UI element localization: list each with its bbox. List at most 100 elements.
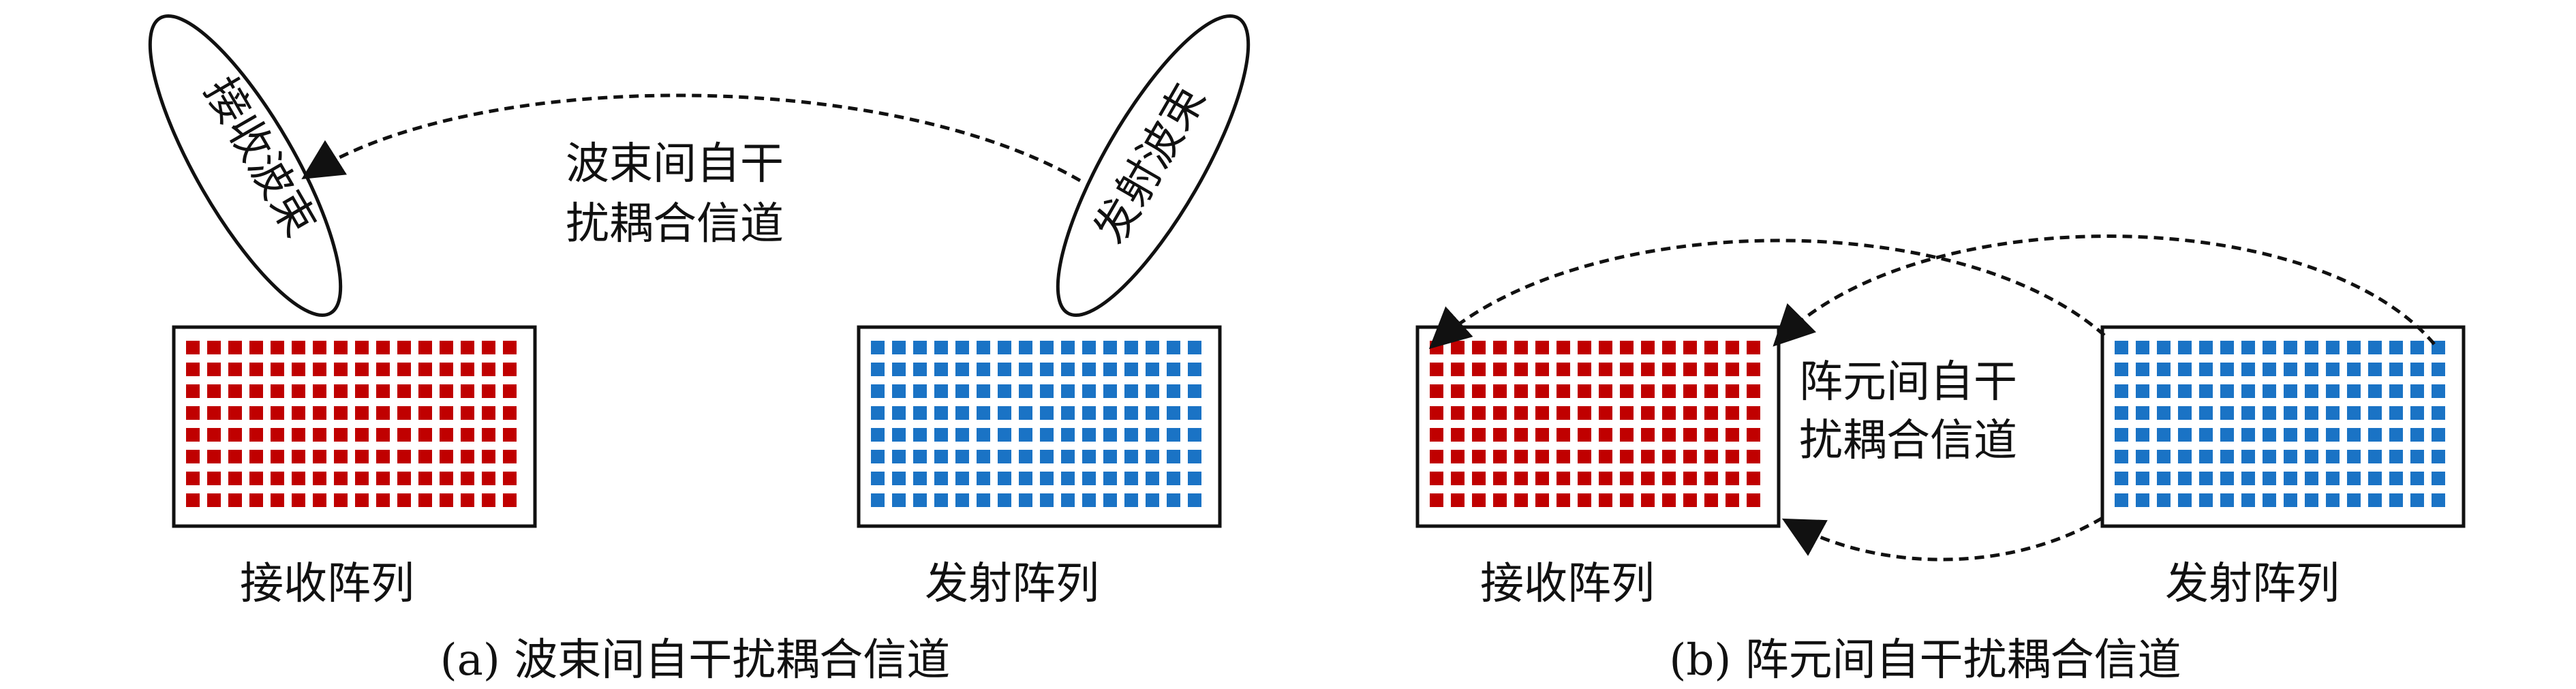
rx-element — [1620, 472, 1634, 485]
tx-element — [2347, 406, 2361, 420]
rx-element — [1683, 472, 1697, 485]
tx-element — [1167, 428, 1180, 442]
rx-element — [1514, 472, 1528, 485]
tx-element — [2241, 363, 2255, 376]
rx-element — [482, 341, 495, 354]
rx-element — [1641, 472, 1655, 485]
rx-element — [1472, 450, 1486, 463]
tx-element — [955, 341, 969, 354]
tx-element — [2305, 493, 2318, 507]
tx-element — [1167, 450, 1180, 463]
rx-element — [1599, 341, 1612, 354]
rx-element — [418, 493, 432, 507]
tx-element — [1103, 472, 1117, 485]
tx-element — [2178, 384, 2192, 398]
rx-element — [461, 472, 474, 485]
rx-element — [1514, 406, 1528, 420]
rx-element — [292, 341, 305, 354]
rx-element — [1747, 472, 1760, 485]
tx-element — [1040, 472, 1054, 485]
tx-element — [2178, 472, 2192, 485]
tx-element — [2178, 493, 2192, 507]
rx-element — [313, 384, 326, 398]
tx-element — [2220, 406, 2234, 420]
tx-element — [977, 493, 990, 507]
tx-element — [2389, 341, 2403, 354]
tx-element — [2284, 472, 2297, 485]
rx-element — [1662, 406, 1676, 420]
rx-element — [1599, 450, 1612, 463]
rx-element — [292, 384, 305, 398]
rx-element — [1747, 493, 1760, 507]
tx-element — [2115, 341, 2128, 354]
rx-element — [207, 341, 221, 354]
tx-element — [1082, 493, 1096, 507]
rx-element — [1726, 363, 1739, 376]
tx-element — [1061, 406, 1075, 420]
rx-element — [1683, 384, 1697, 398]
rx-element — [1620, 406, 1634, 420]
rx-element — [440, 406, 453, 420]
rx-element — [1704, 472, 1718, 485]
rx-element — [249, 493, 263, 507]
tx-element — [1040, 406, 1054, 420]
rx-element — [1472, 384, 1486, 398]
tx-element — [1188, 472, 1201, 485]
rx-element — [228, 341, 242, 354]
rx-element — [292, 428, 305, 442]
tx-element — [892, 493, 906, 507]
rx-element — [1662, 472, 1676, 485]
rx-element — [418, 406, 432, 420]
rx-element — [186, 428, 200, 442]
tx-element — [2432, 406, 2445, 420]
rx-element — [207, 450, 221, 463]
tx-element — [1019, 384, 1032, 398]
tx-element — [871, 493, 885, 507]
tx-element — [998, 493, 1011, 507]
tx-element — [2241, 472, 2255, 485]
tx-element — [1146, 472, 1159, 485]
tx-element — [1146, 406, 1159, 420]
beam-channel-label-line1: 波束间自干 — [566, 139, 784, 189]
rx-element — [186, 363, 200, 376]
tx-element — [1167, 384, 1180, 398]
rx-element — [503, 363, 517, 376]
caption-b: (b) 阵元间自干扰耦合信道 — [1669, 635, 2181, 686]
tx-element — [1061, 472, 1075, 485]
tx-element — [892, 406, 906, 420]
tx-element — [2326, 450, 2340, 463]
tx-element — [1146, 493, 1159, 507]
tx-element — [2432, 450, 2445, 463]
rx-element — [355, 384, 369, 398]
tx-element — [2115, 472, 2128, 485]
tx-element — [2241, 406, 2255, 420]
rx-element — [355, 428, 369, 442]
tx-element — [2199, 384, 2213, 398]
tx-element — [955, 363, 969, 376]
tx-element — [2199, 428, 2213, 442]
rx-element — [376, 406, 390, 420]
tx-array-frame-a — [857, 325, 1222, 528]
rx-element — [440, 472, 453, 485]
rx-element — [1514, 450, 1528, 463]
rx-element — [249, 450, 263, 463]
rx-element — [1726, 384, 1739, 398]
rx-element — [440, 493, 453, 507]
panel-a: 接收波束 发射波束 波束间自干 扰耦合信道 接收阵列 发射阵列 (a) 波束间自… — [148, 14, 1251, 686]
tx-element — [1103, 384, 1117, 398]
rx-array-frame-b — [1415, 325, 1781, 528]
tx-element — [1124, 493, 1138, 507]
tx-element — [2157, 493, 2171, 507]
tx-element — [2389, 428, 2403, 442]
tx-element — [2241, 428, 2255, 442]
tx-element — [2432, 341, 2445, 354]
rx-element — [1472, 363, 1486, 376]
rx-element — [1599, 406, 1612, 420]
rx-element — [1451, 384, 1465, 398]
rx-element — [355, 406, 369, 420]
rx-element — [418, 472, 432, 485]
rx-element — [334, 472, 348, 485]
rx-element — [1662, 341, 1676, 354]
rx-element — [440, 384, 453, 398]
tx-element — [1040, 450, 1054, 463]
